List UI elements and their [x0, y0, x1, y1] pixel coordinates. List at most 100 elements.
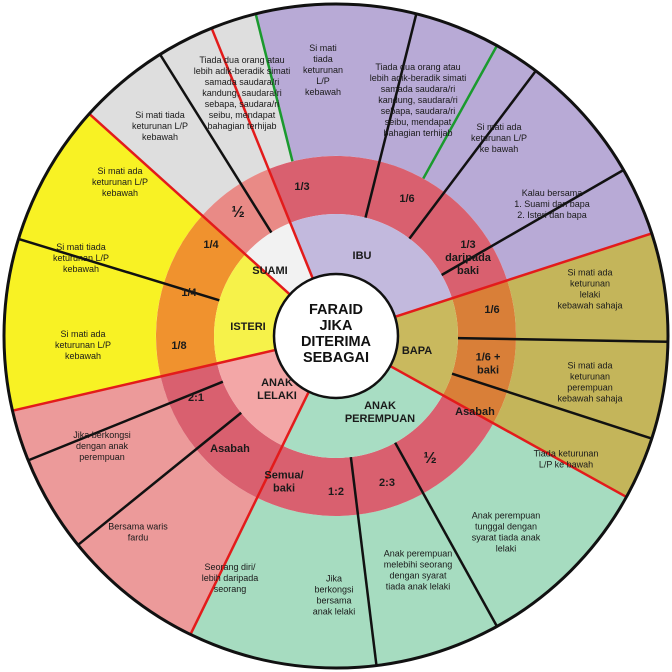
condition-text-line: Jika berkongsi [73, 430, 131, 440]
heir-label-line: ANAK [364, 400, 396, 412]
outer-sector-ibu [379, 13, 536, 193]
condition-text-line: anak lelaki [313, 607, 356, 617]
share-ring [156, 155, 516, 516]
share-label-line: baki [477, 365, 499, 377]
share-sector-ibu [268, 155, 508, 299]
share-label-line: Asabah [455, 406, 495, 418]
share-label-line: Semua/ [264, 470, 303, 482]
condition-divider-line [18, 237, 220, 302]
outer-sector-anak-lelaki [28, 403, 197, 545]
share-label: 1/4 [181, 287, 197, 299]
share-sector-isteri [156, 215, 246, 377]
outer-sector-bapa [507, 233, 668, 342]
share-label: ½ [231, 204, 244, 221]
share-label-line: 1/8 [171, 340, 186, 352]
share-label-line: ½ [231, 204, 244, 221]
center-title-line: FARAID [309, 302, 363, 318]
condition-text-line: Tiada dua orang atau [375, 62, 460, 72]
condition-divider-line [77, 411, 242, 546]
condition-text-line: 2. Isteri dan bapa [517, 210, 587, 220]
heir-divider-line [394, 232, 653, 319]
share-label-line: daripada [445, 252, 492, 264]
share-label: 1/6 [484, 304, 499, 316]
condition-text-line: keturunan [303, 65, 343, 75]
heir-divider-line [189, 391, 310, 635]
share-label-line: baki [457, 265, 479, 277]
condition-text-line: seibu, mendapat [385, 117, 452, 127]
heir-sector-bapa [390, 298, 458, 396]
outer-sector-anak-perempuan [423, 423, 627, 627]
condition-text-line: keturunan L/P [55, 340, 111, 350]
condition-text-line: kebawah [305, 87, 341, 97]
condition-divider-line [394, 442, 499, 627]
heir-label-isteri: ISTERI [230, 321, 265, 333]
share-label-line: 1/3 [460, 239, 475, 251]
share-label-line: 1/6 [399, 193, 414, 205]
heir-label-line: IBU [353, 250, 372, 262]
heir-divider-line [389, 364, 627, 499]
condition-text-line: seibu, mendapat [209, 110, 276, 120]
share-sector-anak-lelaki [160, 363, 283, 498]
outer-sector-ibu [444, 70, 624, 246]
condition-text-line: fardu [128, 533, 149, 543]
share-label-line: 1:2 [328, 486, 344, 498]
condition-text-line: lebih daripada [202, 573, 259, 583]
green-divider-line [254, 13, 294, 162]
heir-sector-isteri [213, 254, 290, 364]
condition-text-line: lebih adik-beradik simati [370, 73, 467, 83]
heir-label-bapa: BAPA [402, 345, 432, 357]
condition-divider-line [364, 13, 418, 218]
condition-text-line: dengan syarat [389, 571, 447, 581]
green-divider-line [422, 45, 499, 180]
condition-text-line: seorang [214, 584, 247, 594]
condition-text-line: kandung, saudara/ri [378, 95, 458, 105]
outer-sector-anak-lelaki [12, 376, 170, 461]
share-label-line: 2:3 [379, 477, 395, 489]
share-label: 2:3 [379, 477, 395, 489]
condition-text-line: kebawah [63, 264, 99, 274]
condition-text-line: kebawah sahaja [557, 394, 622, 404]
condition-text-line: samada saudara/ri [381, 84, 456, 94]
outer-ring [3, 4, 668, 668]
condition-text-line: Si mati ada [567, 268, 612, 278]
condition-divider-line [159, 53, 273, 234]
condition-text-line: kandung, saudara/ri [202, 88, 282, 98]
condition-text-line: keturunan L/P [92, 177, 148, 187]
condition-text-line: syarat tiada anak [472, 533, 541, 543]
share-label-line: 2:1 [188, 392, 204, 404]
share-label: 1/8 [171, 340, 186, 352]
condition-text-line: Tiada dua orang atau [199, 55, 284, 65]
condition-divider-line [451, 372, 653, 440]
center-title-line: DITERIMA [301, 334, 372, 350]
condition-divider-line [349, 456, 378, 666]
heir-label-line: LELAKI [257, 390, 297, 402]
condition-text-line: Kalau bersama [522, 188, 583, 198]
condition-text-line: Anak perempuan [472, 511, 541, 521]
condition-text-line: Si mati tiada [135, 110, 185, 120]
condition-text-line: Si mati ada [567, 361, 612, 371]
condition-text-line: ke bawah [480, 144, 519, 154]
outer-sector-isteri [3, 238, 164, 411]
share-label-line: Asabah [210, 443, 250, 455]
condition-text-line: perempuan [79, 452, 125, 462]
outer-sector-bapa [507, 339, 668, 439]
divider-lines [12, 13, 668, 666]
condition-text-line: keturunan L/P [471, 133, 527, 143]
condition-text-line: Si mati ada [97, 166, 142, 176]
condition-text-line: Jika [326, 574, 342, 584]
share-label-line: 1/4 [203, 239, 219, 251]
